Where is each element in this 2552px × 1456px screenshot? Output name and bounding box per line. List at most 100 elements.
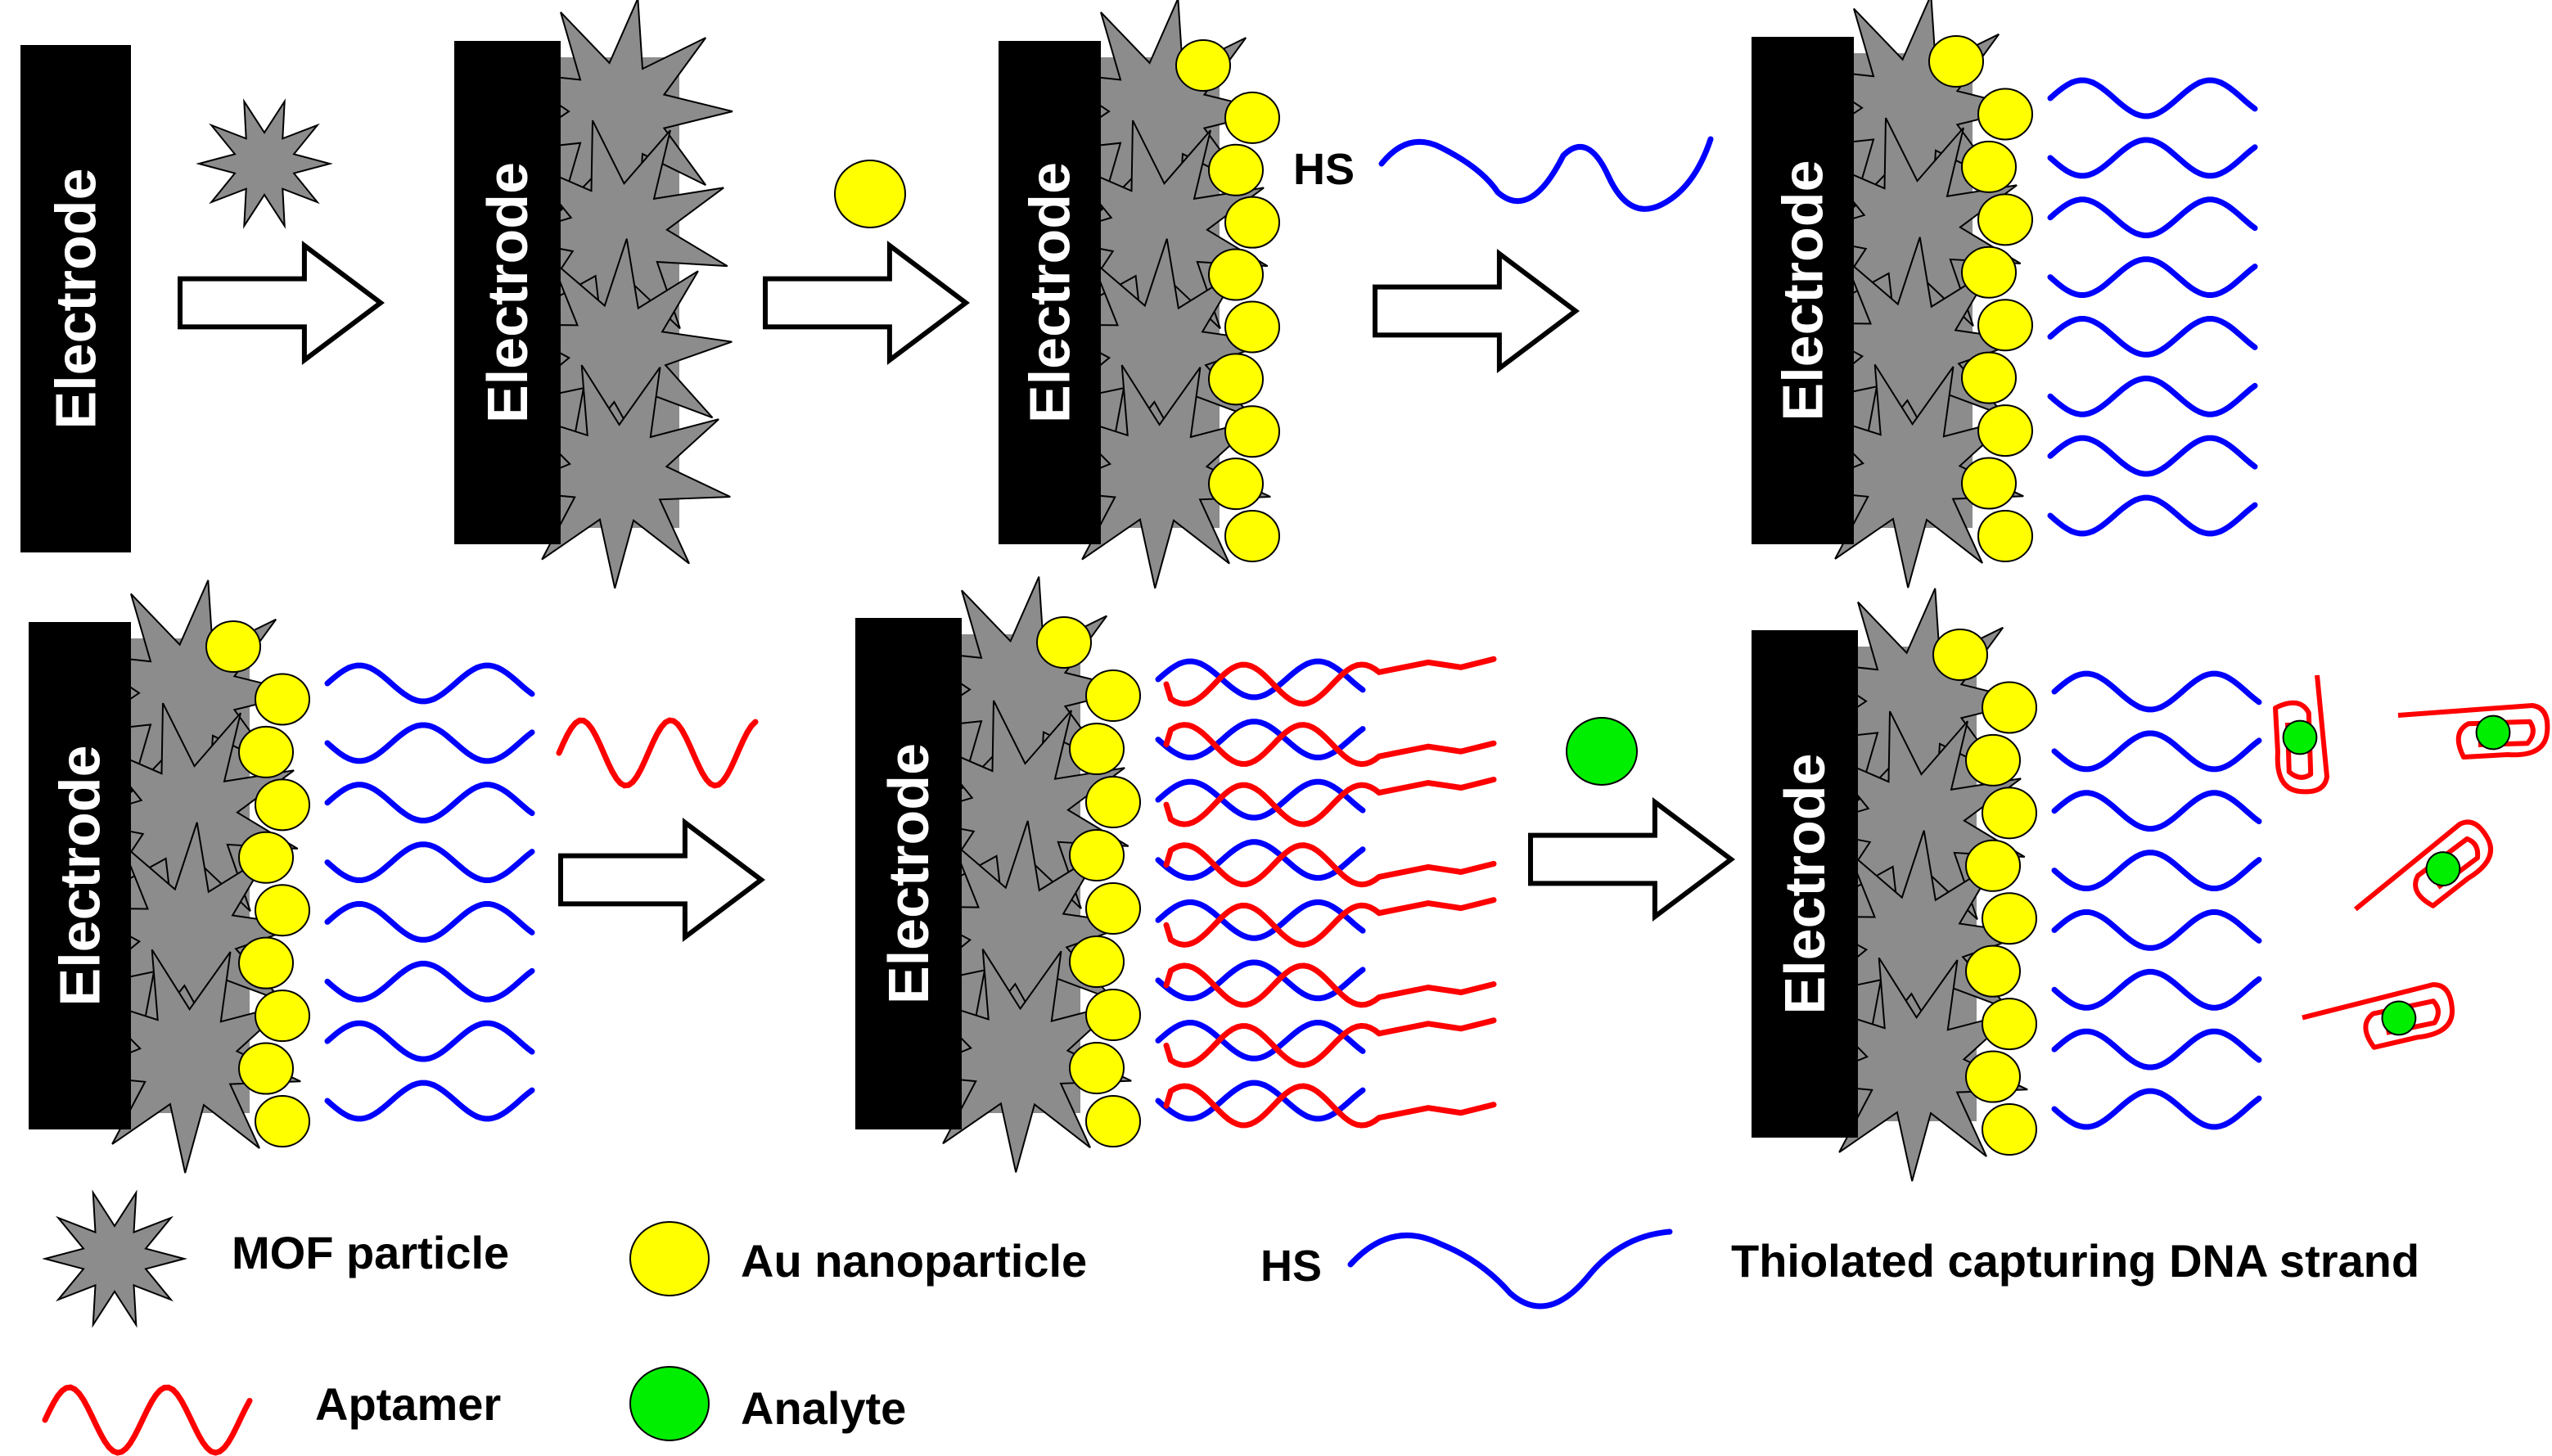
panel-1: Electrode xyxy=(20,45,131,552)
capture-dna-strand xyxy=(2047,196,2258,239)
mof-particle xyxy=(504,364,731,589)
panel-3: Electrode xyxy=(999,0,1280,589)
au-nanoparticle xyxy=(1069,935,1125,988)
hybridized-aptamer-strand xyxy=(1163,656,1497,707)
panel-7: Electrode xyxy=(1752,588,2550,1182)
released-complex-2 xyxy=(2397,703,2550,760)
process-arrow-3 xyxy=(1373,248,1580,374)
legend-analyte-label: Analyte xyxy=(741,1382,906,1434)
capture-dna-strand xyxy=(2047,494,2258,537)
released-complex-4 xyxy=(2302,982,2455,1050)
reagent-thiol-label: HS xyxy=(1293,145,1355,194)
process-arrow-2 xyxy=(763,240,970,366)
au-nanoparticle xyxy=(1961,457,2017,510)
au-nanoparticle xyxy=(1977,299,2033,352)
electrode-label: Electrode xyxy=(48,746,112,1007)
au-nanoparticle xyxy=(1224,300,1280,354)
capture-dna-strand xyxy=(2051,670,2262,713)
mof-particle xyxy=(1044,364,1271,589)
reagents-layer: HS xyxy=(196,98,1714,789)
mof-particle xyxy=(74,949,301,1174)
au-nanoparticle xyxy=(1036,616,1092,669)
electrode-label: Electrode xyxy=(1018,162,1082,423)
mof-particle xyxy=(1803,830,2030,1056)
legend-aptamer-label: Aptamer xyxy=(315,1378,501,1430)
panel-6: Electrode xyxy=(855,576,1497,1173)
bound-analyte xyxy=(2381,1000,2417,1036)
au-nanoparticle xyxy=(1982,787,2037,840)
capture-dna-strand xyxy=(1155,658,1366,701)
legend-analyte-icon xyxy=(629,1366,710,1441)
mof-particle xyxy=(509,0,733,225)
legend-dna-label: Thiolated capturing DNA strand xyxy=(1731,1235,2419,1287)
au-nanoparticle xyxy=(238,725,294,778)
legend-mof-icon xyxy=(42,1189,187,1328)
electrode-label: Electrode xyxy=(476,162,539,423)
capture-dna-strand xyxy=(2047,256,2258,298)
capture-dna-strand xyxy=(2051,850,2262,891)
legend-aptamer-icon xyxy=(42,1384,253,1456)
legend-dna-icon xyxy=(1347,1228,1673,1309)
dna-layer xyxy=(2051,670,2262,1130)
legend-dna-prefix: HS xyxy=(1260,1242,1322,1291)
au-nanoparticle xyxy=(238,831,294,884)
au-nanoparticle xyxy=(1208,248,1264,301)
au-nanoparticle xyxy=(1069,829,1125,881)
au-nanoparticle xyxy=(1977,88,2033,141)
au-nanoparticle xyxy=(1069,723,1125,775)
panel-5: Electrode xyxy=(29,579,535,1174)
au-nanoparticle xyxy=(1224,405,1280,458)
capture-dna-strand xyxy=(324,782,535,824)
mof-particle xyxy=(905,949,1132,1173)
capture-dna-strand xyxy=(2047,435,2258,477)
au-nanoparticle xyxy=(1224,91,1280,144)
dna-layer xyxy=(324,662,535,1122)
au-nanoparticle xyxy=(1224,196,1280,249)
electrode-label: Electrode xyxy=(1771,160,1835,421)
capture-dna-strand xyxy=(1155,1020,1366,1062)
capture-dna-strand xyxy=(2051,1088,2262,1130)
capture-dna-strand xyxy=(324,901,535,943)
released-complex-1 xyxy=(2273,674,2329,795)
au-nanoparticle xyxy=(1982,681,2037,734)
hybridized-aptamer-strand xyxy=(1163,897,1497,948)
au-nanoparticle xyxy=(1977,193,2033,246)
capture-dna-strand xyxy=(2051,1028,2262,1071)
au-nanoparticle xyxy=(1085,669,1141,722)
panel-2: Electrode xyxy=(454,0,733,589)
reagent-mof-icon xyxy=(196,98,333,229)
au-nanoparticle xyxy=(1982,998,2037,1051)
electrode xyxy=(29,622,131,1129)
hybridized-aptamer-strand xyxy=(1163,777,1497,827)
capture-dna-strand xyxy=(1155,1080,1366,1122)
bound-analyte xyxy=(2425,851,2461,886)
au-layer xyxy=(1932,629,2037,1156)
folded-aptamer-strand xyxy=(2353,819,2493,912)
bound-analyte xyxy=(2475,714,2511,751)
folded-aptamer-strand xyxy=(2302,982,2455,1050)
folded-aptamer-strand xyxy=(2397,703,2550,760)
au-nanoparticle xyxy=(1961,140,2017,193)
capture-dna-strand xyxy=(1155,959,1366,1002)
electrode xyxy=(999,41,1101,544)
au-nanoparticle xyxy=(1965,733,2021,787)
process-arrow-4 xyxy=(558,817,765,943)
mof-particle xyxy=(506,238,733,464)
au-nanoparticle xyxy=(1928,35,1984,88)
dna-layer xyxy=(2047,77,2258,537)
mof-particle xyxy=(1799,237,2026,462)
capture-dna-strand xyxy=(1155,778,1366,821)
electrode xyxy=(454,41,561,544)
capture-dna-strand xyxy=(1155,899,1366,941)
legend-au-label: Au nanoparticle xyxy=(741,1235,1087,1287)
mof-particle xyxy=(1801,957,2028,1182)
process-arrow-5 xyxy=(1528,796,1735,922)
released-complex-3 xyxy=(2353,819,2493,912)
capture-dna-strand xyxy=(324,722,535,764)
capture-dna-strand xyxy=(1155,839,1366,881)
electrode-label: Electrode xyxy=(1773,754,1837,1015)
au-nanoparticle xyxy=(1932,629,1988,681)
bound-analyte xyxy=(2282,719,2318,755)
au-nanoparticle xyxy=(205,620,261,673)
